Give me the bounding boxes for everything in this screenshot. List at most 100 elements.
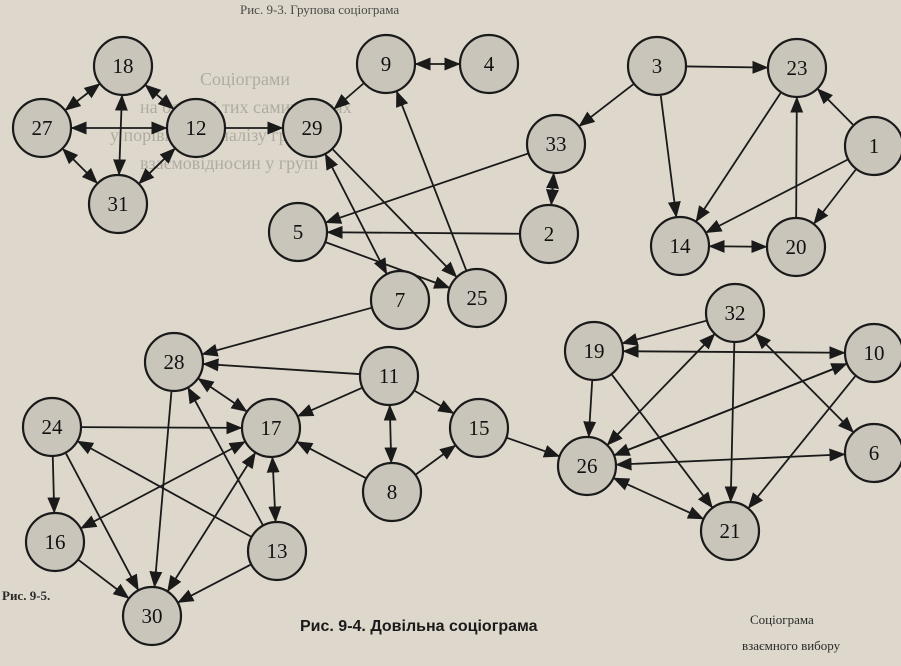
node-24: 24 <box>21 396 83 458</box>
edge-29-7 <box>324 153 388 275</box>
node-circle <box>281 97 343 159</box>
node-circle <box>361 461 423 523</box>
edge-11-28 <box>202 358 360 375</box>
edge-11-15 <box>414 390 455 414</box>
edge-16-30 <box>78 559 130 599</box>
node-circle <box>699 500 761 562</box>
node-circle <box>24 511 86 573</box>
node-label: 28 <box>164 350 185 374</box>
edge-1-14 <box>705 158 848 234</box>
edge-13-24 <box>76 440 252 538</box>
edge-17-30 <box>167 451 256 593</box>
node-11: 11 <box>358 345 420 407</box>
node-label: 3 <box>652 54 663 78</box>
node-label: 13 <box>267 539 288 563</box>
node-circle <box>355 33 417 95</box>
edge-26-6 <box>615 448 846 471</box>
edge-23-14 <box>695 92 782 223</box>
edge-16-17 <box>80 441 246 529</box>
node-12: 12 <box>165 97 227 159</box>
node-label: 9 <box>381 52 392 76</box>
edge-33-5 <box>324 152 528 224</box>
edge-24-17 <box>81 421 243 435</box>
node-circle <box>843 115 901 177</box>
node-label: 18 <box>113 54 134 78</box>
node-6: 6 <box>843 422 901 484</box>
node-label: 16 <box>45 530 66 554</box>
edge-32-19 <box>621 319 707 346</box>
node-label: 19 <box>584 339 605 363</box>
edge-27-31 <box>62 148 98 184</box>
edge-1-20 <box>813 169 857 225</box>
node-circle <box>87 173 149 235</box>
node-3: 3 <box>626 35 688 97</box>
node-circle <box>649 215 711 277</box>
edge-group <box>47 57 857 603</box>
node-31: 31 <box>87 173 149 235</box>
node-label: 17 <box>261 416 282 440</box>
node-circle <box>267 201 329 263</box>
node-circle <box>21 396 83 458</box>
node-21: 21 <box>699 500 761 562</box>
node-label: 6 <box>869 441 880 465</box>
node-20: 20 <box>765 216 827 278</box>
node-28: 28 <box>143 331 205 393</box>
node-label: 32 <box>725 301 746 325</box>
node-label: 31 <box>108 192 129 216</box>
edge-3-23 <box>686 60 769 74</box>
node-circle <box>843 322 901 384</box>
edge-13-30 <box>177 564 251 603</box>
node-19: 19 <box>563 320 625 382</box>
node-10: 10 <box>843 322 901 384</box>
edge-17-13 <box>266 456 282 523</box>
edge-32-6 <box>754 333 855 433</box>
edge-3-14 <box>659 95 681 218</box>
edge-3-33 <box>578 83 634 127</box>
node-circle <box>92 35 154 97</box>
edge-11-8 <box>383 404 398 464</box>
node-label: 25 <box>467 286 488 310</box>
node-5: 5 <box>267 201 329 263</box>
ghost-line-4: взаємовідносин у групі <box>140 153 319 173</box>
node-15: 15 <box>448 397 510 459</box>
node-16: 16 <box>24 511 86 573</box>
node-8: 8 <box>361 461 423 523</box>
node-14: 14 <box>649 215 711 277</box>
node-circle <box>704 282 766 344</box>
node-9: 9 <box>355 33 417 95</box>
node-circle <box>446 267 508 329</box>
node-1: 1 <box>843 115 901 177</box>
node-circle <box>518 203 580 265</box>
right-fragment-2: Соціограма <box>750 612 814 627</box>
node-23: 23 <box>766 37 828 99</box>
node-label: 1 <box>869 134 880 158</box>
node-18: 18 <box>92 35 154 97</box>
edge-33-2 <box>545 172 560 206</box>
node-label: 27 <box>32 116 53 140</box>
edge-19-21 <box>611 374 713 509</box>
node-label: 30 <box>142 604 163 628</box>
node-label: 33 <box>546 132 567 156</box>
edge-18-12 <box>144 84 175 110</box>
node-circle <box>843 422 901 484</box>
node-30: 30 <box>121 585 183 647</box>
node-label: 14 <box>670 234 692 258</box>
node-circle <box>563 320 625 382</box>
edge-19-26 <box>583 380 597 438</box>
node-27: 27 <box>11 97 73 159</box>
node-circle <box>165 97 227 159</box>
edge-32-26 <box>606 333 716 446</box>
node-label: 20 <box>786 235 807 259</box>
edge-8-15 <box>415 444 457 475</box>
node-label: 5 <box>293 220 304 244</box>
node-circle <box>358 345 420 407</box>
edge-10-21 <box>747 375 856 509</box>
edge-11-17 <box>296 387 362 417</box>
node-circle <box>369 269 431 331</box>
node-2: 2 <box>518 203 580 265</box>
node-label: 11 <box>379 364 399 388</box>
edge-8-17 <box>296 441 366 479</box>
